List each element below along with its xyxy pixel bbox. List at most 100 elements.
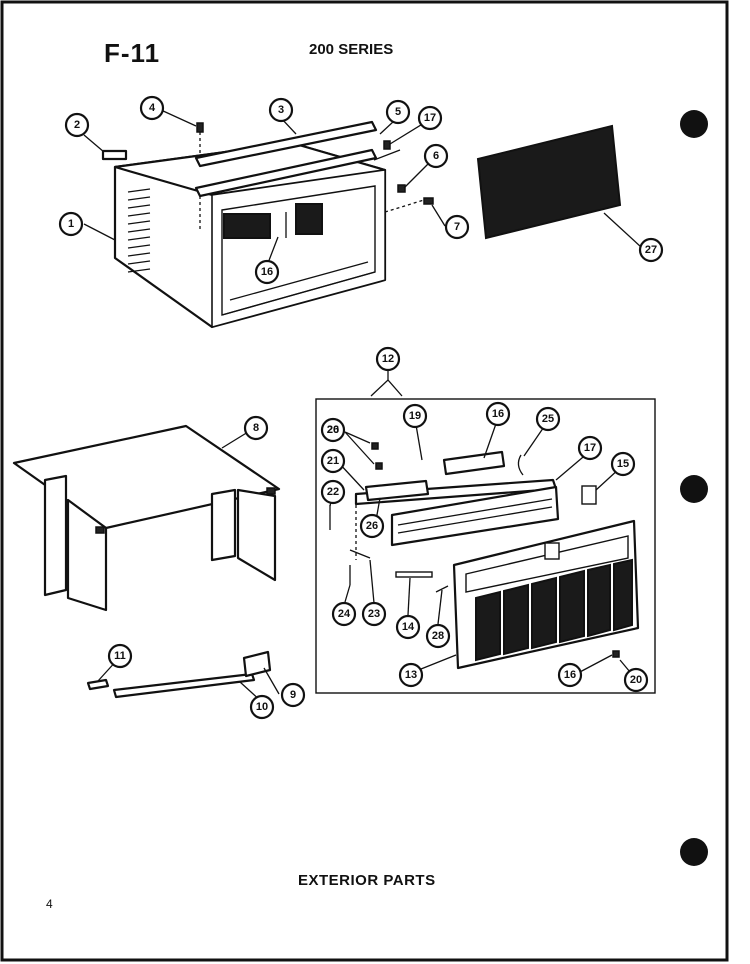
svg-text:5: 5 — [395, 106, 401, 118]
case-notch-right — [266, 487, 276, 495]
callout-13: 13 — [398, 662, 424, 688]
top-strip-5 — [194, 148, 378, 198]
callout-17-cabinet: 17 — [417, 105, 443, 131]
screw-20 — [375, 462, 383, 470]
svg-text:15: 15 — [617, 458, 629, 470]
clip-15 — [581, 485, 597, 505]
clip-2 — [101, 149, 128, 161]
callout-26-lower: 26 — [359, 513, 385, 539]
cabinet-side-louvers — [127, 188, 151, 273]
svg-text:16: 16 — [492, 408, 504, 420]
louver-bracket-21 — [364, 479, 430, 502]
svg-text:22: 22 — [327, 486, 339, 498]
svg-text:26: 26 — [327, 424, 339, 436]
callout-20-bracket: 20 — [320, 417, 346, 443]
svg-text:2: 2 — [74, 119, 80, 131]
cabinet-assembly — [101, 120, 434, 329]
case-right-leg-b — [236, 488, 277, 582]
callout-17-grille: 17 — [577, 435, 603, 461]
binder-hole-bottom — [680, 838, 708, 866]
svg-text:23: 23 — [368, 608, 380, 620]
clip-11 — [86, 678, 110, 691]
callout-25: 25 — [535, 406, 561, 432]
callout-23: 23 — [361, 601, 387, 627]
svg-text:20: 20 — [630, 674, 642, 686]
outer-case-assembly — [12, 424, 281, 612]
strip-14 — [395, 571, 433, 578]
svg-text:13: 13 — [405, 669, 417, 681]
callout-8: 8 — [243, 415, 269, 441]
binder-hole-middle — [680, 475, 708, 503]
callout-27: 27 — [638, 237, 664, 263]
svg-text:6: 6 — [433, 150, 439, 162]
svg-text:1: 1 — [68, 218, 74, 230]
svg-text:20: 20 — [327, 424, 339, 436]
grille-bar-17 — [390, 485, 560, 547]
link-23 — [349, 549, 371, 559]
callout-16-louver: 16 — [485, 401, 511, 427]
svg-text:4: 4 — [149, 102, 156, 114]
svg-text:24: 24 — [338, 608, 351, 620]
callout-22: 22 — [320, 479, 346, 505]
svg-text:21: 21 — [327, 455, 339, 467]
callout-3: 3 — [268, 97, 294, 123]
svg-text:9: 9 — [290, 689, 296, 701]
spring-25 — [517, 454, 524, 476]
svg-text:17: 17 — [584, 442, 596, 454]
series-title: 200 SERIES — [309, 41, 394, 58]
callout-2: 2 — [64, 112, 90, 138]
svg-text:28: 28 — [432, 630, 444, 642]
front-panel-assembly — [329, 442, 640, 670]
svg-text:11: 11 — [114, 650, 126, 662]
callout-26: 26 — [327, 424, 339, 436]
callout-19: 19 — [402, 403, 428, 429]
binder-hole-top — [680, 110, 708, 138]
filter-panel-27 — [476, 124, 622, 240]
svg-text:16: 16 — [261, 266, 273, 278]
callout-28: 28 — [425, 623, 451, 649]
rod-20 — [435, 585, 449, 593]
screw-7 — [423, 197, 434, 205]
svg-text:26: 26 — [366, 520, 378, 532]
callout-24: 24 — [331, 601, 357, 627]
leader-lines — [83, 109, 642, 703]
screw-4 — [196, 122, 204, 133]
svg-text:25: 25 — [542, 413, 554, 425]
page-number: 4 — [46, 897, 53, 911]
rail-10 — [112, 672, 256, 699]
callout-16-panel: 16 — [557, 662, 583, 688]
page-border — [0, 0, 729, 962]
cabinet-inner-louvers — [223, 203, 323, 239]
svg-text:12: 12 — [382, 353, 394, 365]
top-strip-3 — [194, 120, 378, 168]
callout-9: 9 — [280, 682, 306, 708]
case-right-leg-a — [210, 488, 237, 562]
diagram-caption: EXTERIOR PARTS — [298, 872, 436, 889]
callout-11: 11 — [107, 643, 133, 669]
svg-text:27: 27 — [645, 244, 657, 256]
svg-text:14: 14 — [402, 621, 415, 633]
case-notch-left — [95, 526, 105, 534]
case-left-leg-a — [43, 474, 68, 597]
svg-text:10: 10 — [256, 701, 268, 713]
figure-number: F-11 — [104, 38, 161, 68]
callout-16-cabinet: 16 — [254, 259, 280, 285]
screw-28 — [371, 442, 379, 450]
callout-15: 15 — [610, 451, 636, 477]
louver-bracket-16 — [442, 450, 506, 476]
front-panel-top-strip — [465, 535, 629, 593]
callout-20-panel: 20 — [623, 667, 649, 693]
svg-text:3: 3 — [278, 104, 284, 116]
screw-17a — [383, 140, 391, 150]
svg-text:17: 17 — [424, 112, 436, 124]
svg-text:8: 8 — [253, 422, 259, 434]
svg-text:16: 16 — [564, 669, 576, 681]
callout-12: 12 — [375, 346, 401, 372]
callout-21: 21 — [320, 448, 346, 474]
callout-10: 10 — [249, 694, 275, 720]
screw-16 — [612, 650, 620, 658]
front-panel-control-slot — [544, 542, 560, 560]
callout-4: 4 — [139, 95, 165, 121]
